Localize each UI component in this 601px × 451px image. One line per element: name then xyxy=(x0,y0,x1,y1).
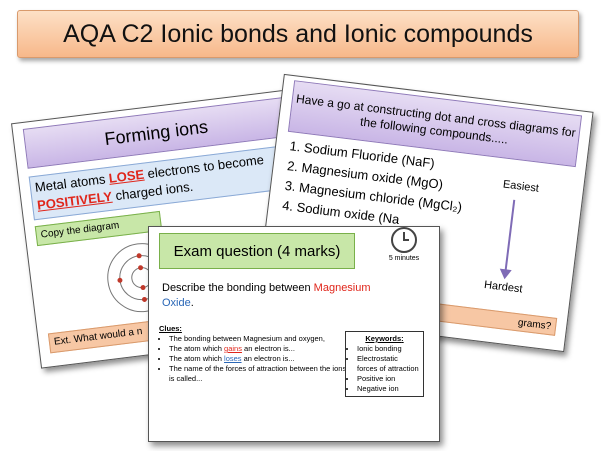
clues-title: Clues: xyxy=(159,324,182,333)
difficulty-arrowhead xyxy=(498,268,512,281)
keyword-item: Ionic bonding xyxy=(357,344,420,354)
timer-label: 5 minutes xyxy=(388,255,420,262)
question-text: Describe the bonding between Magnesium O… xyxy=(162,281,412,311)
keyword-item: Negative ion xyxy=(357,384,420,394)
hardest-label: Hardest xyxy=(483,278,524,296)
easiest-label: Easiest xyxy=(502,178,540,195)
electron xyxy=(136,253,142,259)
page-title-banner: AQA C2 Ionic bonds and Ionic compounds xyxy=(17,10,579,58)
statement-text: electrons to become xyxy=(143,151,265,182)
clock-icon xyxy=(391,227,417,253)
oxide-word: Oxide xyxy=(162,297,191,309)
slide-exam-question: Exam question (4 marks) 5 minutes Descri… xyxy=(148,226,440,442)
magnesium-word: Magnesium xyxy=(313,282,371,294)
exam-question-title: Exam question (4 marks) xyxy=(159,233,355,269)
page-title: AQA C2 Ionic bonds and Ionic compounds xyxy=(63,19,533,48)
keywords-title: Keywords: xyxy=(365,334,404,343)
electron xyxy=(140,285,146,291)
keywords-box: Keywords: Ionic bonding Electrostatic fo… xyxy=(345,331,424,397)
clue-item: The bonding between Magnesium and oxygen… xyxy=(169,334,347,344)
keyword-item: Positive ion xyxy=(357,374,420,384)
electron xyxy=(138,265,144,271)
question-end: . xyxy=(190,297,194,309)
difficulty-arrow xyxy=(504,199,516,272)
clue-item: The atom which loses an electron is... xyxy=(169,354,347,364)
keyword-item: Electrostatic forces of attraction xyxy=(357,354,420,374)
clues-section: Clues: The bonding between Magnesium and… xyxy=(159,324,347,384)
electron xyxy=(117,277,123,283)
question-prefix: Describe the bonding between xyxy=(162,282,314,294)
clue-item: The name of the forces of attraction bet… xyxy=(169,364,347,384)
timer: 5 minutes xyxy=(369,227,439,262)
clue-item: The atom which gains an electron is... xyxy=(169,344,347,354)
electron xyxy=(141,296,147,302)
compound-list: Sodium Fluoride (NaF) Magnesium oxide (M… xyxy=(274,135,468,237)
lose-word: LOSE xyxy=(107,166,145,186)
